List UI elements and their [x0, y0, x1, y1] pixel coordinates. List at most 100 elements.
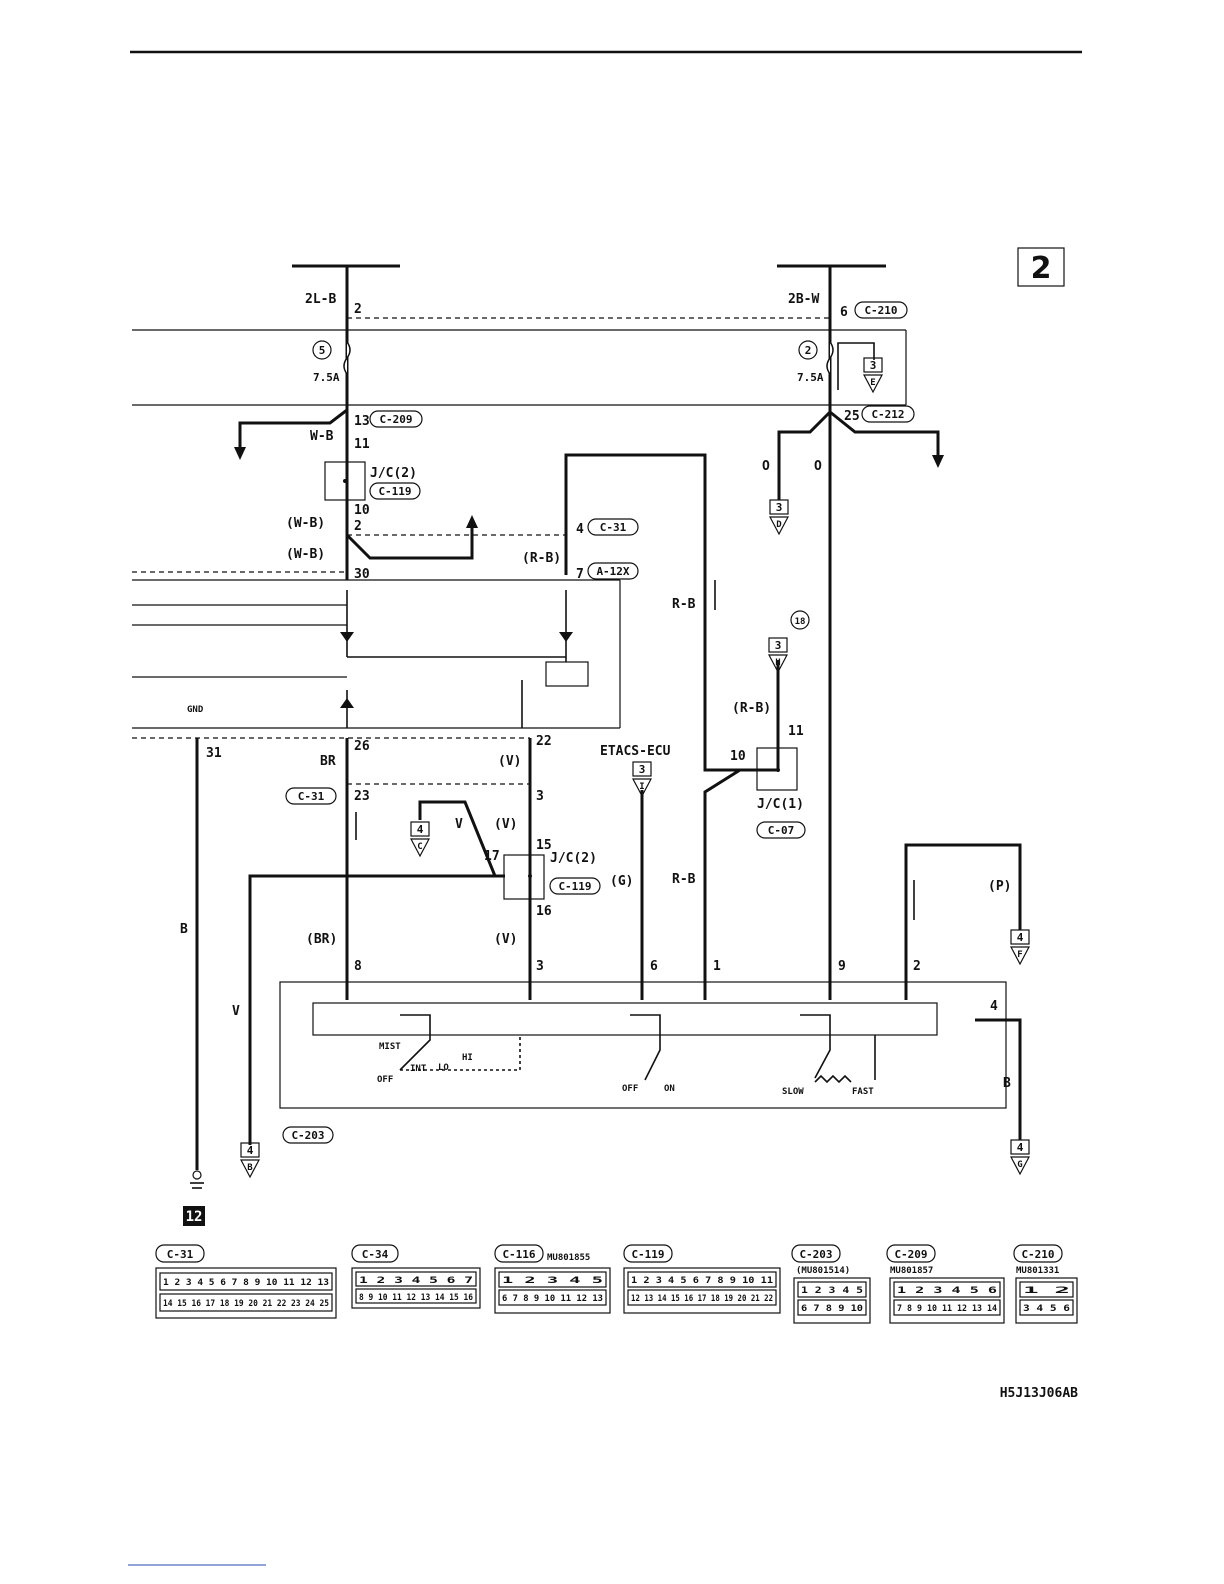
svg-text:B: B — [247, 1163, 253, 1173]
connector-label: C-209 — [379, 413, 412, 426]
svg-text:C-209: C-209 — [894, 1248, 927, 1261]
pin-label: 11 — [788, 724, 804, 739]
pin-label: 30 — [354, 567, 370, 582]
wire-label: (V) — [494, 817, 517, 832]
ground-ref: 12 — [186, 1209, 203, 1225]
junction-label: J/C(1) — [757, 797, 804, 812]
connector-label: C-07 — [768, 824, 795, 837]
svg-text:F: F — [1017, 950, 1022, 960]
pin-label: 9 — [838, 959, 846, 974]
svg-text:6 7 8 9 10: 6 7 8 9 10 — [801, 1304, 863, 1314]
svg-text:12 13 14 15 16 17 18 19 20 21: 12 13 14 15 16 17 18 19 20 21 22 — [631, 1294, 773, 1304]
legend-c116: C-116 MU801855 1 2 3 4 5 6 7 8 9 10 11 1… — [494, 1244, 611, 1314]
svg-text:3 4 5 6: 3 4 5 6 — [1023, 1304, 1070, 1314]
svg-text:4: 4 — [247, 1144, 254, 1157]
pin-label: 1 — [713, 959, 721, 974]
pin-label: 6 — [840, 305, 848, 320]
pin-label: 8 — [354, 959, 362, 974]
wire-label: (R-B) — [732, 701, 771, 716]
ecu-name: ETACS-ECU — [600, 744, 671, 759]
pin-label: 3 — [536, 789, 544, 804]
wire-label-2b-w: 2B-W — [788, 292, 819, 307]
pin-label: 4 — [990, 999, 998, 1014]
connector-label: C-119 — [558, 880, 591, 893]
ref-3-d: 3 D — [769, 499, 789, 536]
junction-box-jc2-top — [324, 461, 366, 501]
ref-4-g: 4 G — [1010, 1139, 1030, 1176]
pin-label: 15 — [536, 838, 552, 853]
svg-text:1 2: 1 2 — [1023, 1286, 1070, 1296]
pin-label: 13 — [354, 414, 370, 429]
svg-text:E: E — [870, 378, 875, 388]
wire-label: O — [814, 459, 822, 474]
connector-label: C-212 — [871, 408, 904, 421]
pin-label: 6 — [650, 959, 658, 974]
circle-ref: 18 — [795, 617, 806, 627]
svg-text:G: G — [1017, 1160, 1022, 1170]
wire-label: (W-B) — [286, 516, 325, 531]
switch-mist-label: MIST — [379, 1042, 401, 1052]
connector-badge-c209 — [369, 410, 423, 428]
pin-label: 2 — [354, 302, 362, 317]
wire-label: (BR) — [306, 932, 337, 947]
fuse-number-badge — [312, 340, 332, 360]
svg-text:I: I — [639, 782, 644, 792]
svg-text:3: 3 — [870, 359, 877, 372]
pin-label: 10 — [354, 503, 370, 518]
svg-text:C-31: C-31 — [167, 1248, 194, 1261]
svg-text:(MU801514): (MU801514) — [796, 1266, 850, 1276]
svg-text:C-119: C-119 — [631, 1248, 664, 1261]
wire-label: BR — [320, 754, 336, 769]
svg-text:MU801855: MU801855 — [547, 1253, 590, 1263]
legend-c203: C-203 (MU801514) 1 2 3 4 5 6 7 8 9 10 — [791, 1244, 871, 1324]
connector-label: C-210 — [864, 304, 897, 317]
svg-text:1 2 3 4 5: 1 2 3 4 5 — [801, 1286, 863, 1296]
fuse-rating: 7.5A — [797, 371, 824, 384]
fuse-number: 5 — [319, 344, 326, 357]
wire-label: B — [1003, 1076, 1011, 1091]
legend-c209: C-209 MU801857 1 2 3 4 5 6 7 8 9 10 11 1… — [886, 1244, 1005, 1324]
svg-text:4: 4 — [1017, 1141, 1024, 1154]
pin-label: 3 — [536, 959, 544, 974]
connector-label: C-203 — [291, 1129, 324, 1142]
switch-off-label: OFF — [377, 1075, 393, 1085]
svg-text:1 2 3 4 5 6: 1 2 3 4 5 6 — [897, 1286, 997, 1296]
ref-4-f: 4 F — [1010, 929, 1030, 966]
pin-label: 31 — [206, 746, 222, 761]
switch-bar — [312, 1002, 938, 1036]
connector-label: C-119 — [378, 485, 411, 498]
pin-label: 2 — [913, 959, 921, 974]
fuse-number: 2 — [805, 344, 812, 357]
legend-c210: C-210 MU801331 1 2 3 4 5 6 — [1013, 1244, 1078, 1324]
pin-label: 22 — [536, 734, 552, 749]
svg-text:1 2 3 4 5 6 7: 1 2 3 4 5 6 7 — [359, 1276, 473, 1286]
svg-text:7 8 9 10 11 12 13 14: 7 8 9 10 11 12 13 14 — [897, 1304, 998, 1314]
legend-c34: C-34 1 2 3 4 5 6 7 8 9 10 11 12 13 14 15… — [351, 1244, 481, 1309]
ref-4-c: 4 C — [410, 821, 430, 858]
svg-text:D: D — [776, 520, 782, 530]
ref-3-h: 3 H — [768, 637, 788, 674]
ref-4-b: 4 B — [240, 1142, 260, 1179]
switch-lo-label: LO — [438, 1063, 449, 1073]
svg-text:H: H — [775, 658, 780, 668]
svg-text:14 15 16 17 18 19 20 21 22 23: 14 15 16 17 18 19 20 21 22 23 24 25 — [163, 1299, 329, 1309]
svg-text:3: 3 — [776, 501, 783, 514]
svg-text:C-210: C-210 — [1021, 1248, 1054, 1261]
svg-text:C: C — [417, 842, 422, 852]
wiper-switch-outline — [279, 981, 1007, 1109]
pin-label: 4 — [576, 522, 584, 537]
svg-text:C-203: C-203 — [799, 1248, 832, 1261]
wire-label: R-B — [672, 597, 696, 612]
pin-label: 16 — [536, 904, 552, 919]
junction-label: J/C(2) — [550, 851, 597, 866]
switch-off2-label: OFF — [622, 1084, 638, 1094]
wire-label-2l-b: 2L-B — [305, 292, 336, 307]
connector-label: C-31 — [600, 521, 627, 534]
svg-text:6 7 8 9 10 11 12 13: 6 7 8 9 10 11 12 13 — [502, 1294, 603, 1304]
fuse-rating: 7.5A — [313, 371, 340, 384]
pin-label: 25 — [844, 409, 860, 424]
wire-label: V — [232, 1004, 240, 1019]
svg-text:MU801331: MU801331 — [1016, 1266, 1059, 1276]
wire-label: W-B — [310, 429, 334, 444]
